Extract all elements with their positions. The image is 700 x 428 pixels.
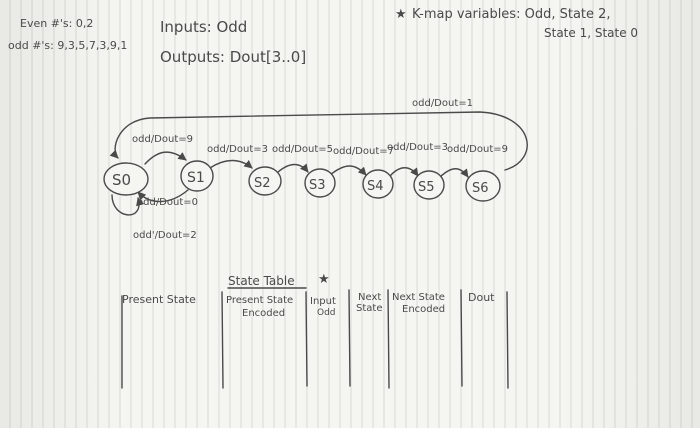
- state-s5-label: S5: [418, 180, 435, 195]
- header-present-state-encoded-line1: Present State: [226, 295, 293, 306]
- arrow-s2-to-s3: [277, 163, 309, 173]
- label-s5-to-s6: odd/Dout=9: [447, 144, 508, 155]
- header-present-state: Present State: [122, 293, 196, 306]
- header-dout: Dout: [468, 291, 495, 304]
- label-s0-to-s1: odd/Dout=9: [132, 134, 193, 145]
- label-s4-to-s5: odd/Dout=3: [387, 142, 448, 153]
- arrow-s0-self-loop: [111, 194, 145, 216]
- state-s3: S3: [304, 168, 336, 198]
- header-next-state-encoded-line1: Next State: [392, 292, 445, 303]
- state-s0: S0: [103, 162, 149, 196]
- arrow-s0-to-s1: [144, 151, 187, 165]
- state-s1: S1: [180, 160, 214, 192]
- header-present-state-encoded-line2: Encoded: [242, 308, 285, 319]
- arrow-s4-to-s5: [389, 167, 419, 177]
- state-s4: S4: [362, 169, 394, 199]
- state-s4-label: S4: [367, 179, 384, 194]
- state-table-star: ★: [318, 272, 330, 287]
- header-next-state-line2: State: [356, 303, 382, 314]
- header-next-state-line1: Next: [358, 292, 381, 303]
- label-s1-to-s2: odd/Dout=3: [207, 144, 268, 155]
- arrow-s3-to-s4: [329, 165, 367, 176]
- arrow-s5-to-s6: [439, 168, 469, 178]
- arrow-s6-to-s0: [109, 111, 528, 171]
- kmap-variables-line1: K-map variables: Odd, State 2,: [412, 7, 611, 22]
- state-s1-label: S1: [187, 170, 205, 186]
- header-next-state-encoded-line2: Encoded: [402, 304, 445, 315]
- arrow-s1-to-s2: [209, 159, 253, 169]
- header-input-line1: Input: [310, 296, 336, 307]
- label-s1-to-s0: odd/Dout=0: [137, 197, 198, 208]
- state-s6-label: S6: [472, 181, 489, 196]
- state-s5: S5: [413, 170, 445, 200]
- state-table-grid: [121, 289, 509, 389]
- outputs-note: Outputs: Dout[3..0]: [160, 48, 306, 66]
- inputs-note: Inputs: Odd: [160, 18, 247, 36]
- state-table-title: State Table: [228, 274, 295, 288]
- state-s2: S2: [248, 166, 282, 196]
- arrow-s1-to-s0: [137, 189, 189, 203]
- label-s2-to-s3: odd/Dout=5: [272, 144, 333, 155]
- label-s0-self-loop: odd'/Dout=2: [133, 230, 197, 241]
- label-s6-to-s0: odd/Dout=1: [412, 98, 473, 109]
- state-s3-label: S3: [309, 178, 326, 193]
- label-s3-to-s4: odd/Dout=7: [333, 146, 394, 157]
- even-numbers-note: Even #'s: 0,2: [20, 17, 93, 30]
- kmap-variables-line2: State 1, State 0: [544, 26, 638, 40]
- kmap-star: ★: [395, 7, 407, 22]
- odd-numbers-note: odd #'s: 9,3,5,7,3,9,1: [8, 39, 127, 52]
- state-s6: S6: [465, 170, 501, 202]
- header-input-line2: Odd: [317, 308, 336, 318]
- state-s2-label: S2: [254, 176, 271, 191]
- state-s0-label: S0: [112, 171, 131, 189]
